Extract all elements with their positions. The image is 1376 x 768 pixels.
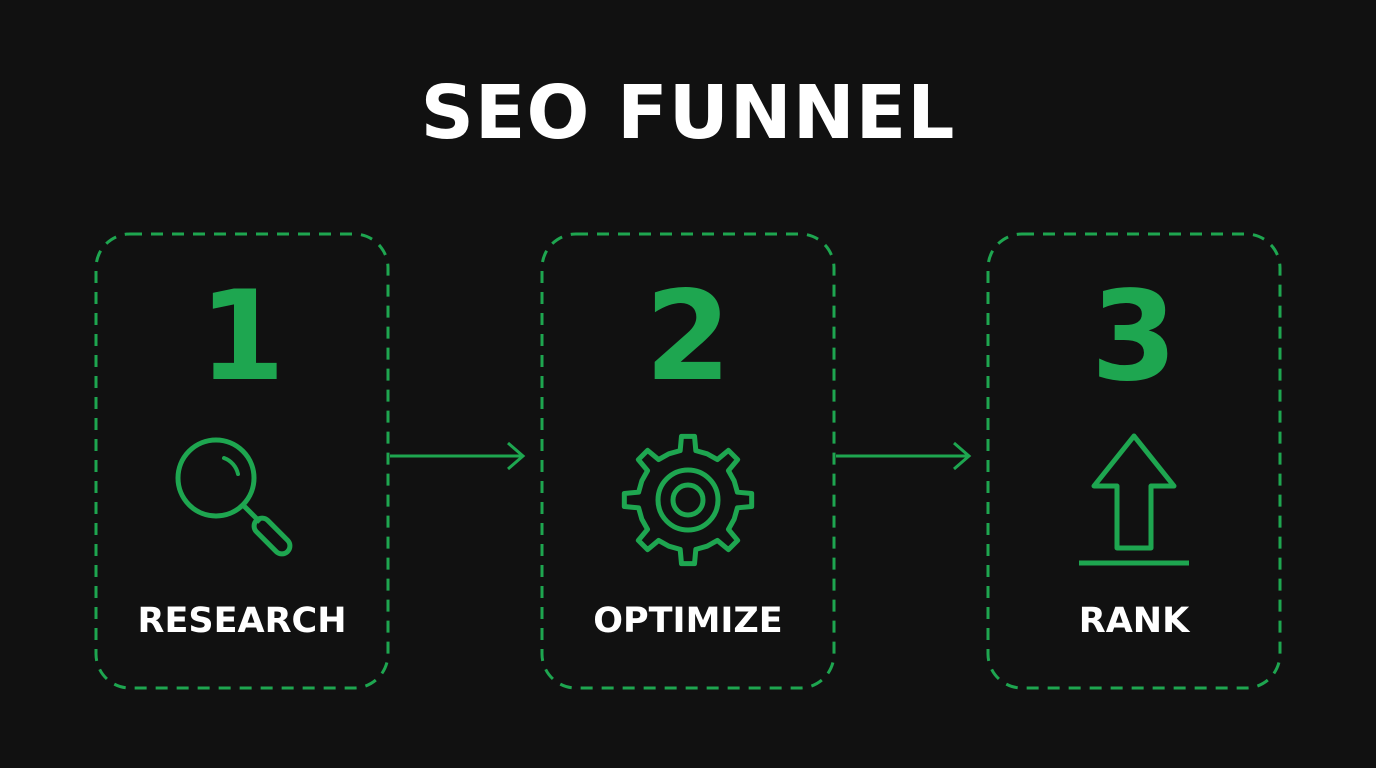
- magnifying-glass-icon: [175, 437, 293, 557]
- step-number: 2: [644, 265, 732, 409]
- dashed-frame: [540, 232, 836, 690]
- step-card-optimize: 2 OPTIMIZE: [540, 232, 836, 690]
- gear-icon: [621, 433, 755, 567]
- step-label: RANK: [1078, 601, 1190, 641]
- step-number: 1: [198, 265, 286, 409]
- arrow-right-icon: [836, 441, 972, 471]
- up-arrow-icon: [1079, 433, 1189, 566]
- dashed-frame: [94, 232, 390, 690]
- step-number: 3: [1090, 265, 1178, 409]
- step-card-research: 1 RESEARCH: [94, 232, 390, 690]
- diagram-title: SEO FUNNEL: [420, 70, 956, 156]
- step-label: RESEARCH: [137, 601, 347, 641]
- arrow-right-icon: [390, 441, 526, 471]
- step-label: OPTIMIZE: [593, 601, 783, 641]
- dashed-frame: [986, 232, 1282, 690]
- step-card-rank: 3 RANK: [986, 232, 1282, 690]
